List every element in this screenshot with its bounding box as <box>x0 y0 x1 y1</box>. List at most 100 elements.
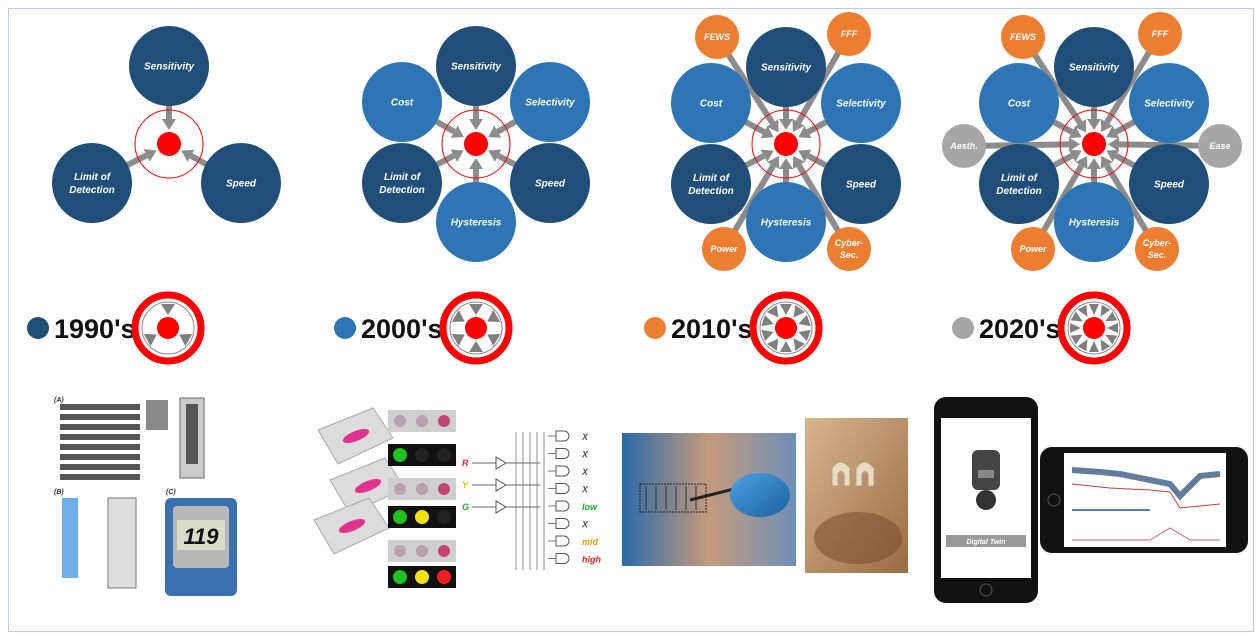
node-circle <box>979 63 1059 143</box>
logic-output: X <box>581 450 589 460</box>
pink-spot <box>354 479 382 493</box>
node-circle <box>746 182 826 262</box>
node-circle <box>52 143 132 223</box>
node-hysteresis: Hysteresis <box>746 182 826 262</box>
and-gate <box>555 465 570 477</box>
era-label: 1990's <box>54 314 136 344</box>
pump-detail <box>978 470 994 478</box>
arrowhead-speed <box>1106 149 1120 162</box>
legend-dot <box>952 317 974 339</box>
node-circle <box>1011 227 1055 271</box>
node-circle <box>1054 182 1134 262</box>
led <box>437 570 451 584</box>
node-circle <box>827 12 871 56</box>
connector-lod <box>1051 153 1074 169</box>
ring-icon-arrow <box>143 333 157 347</box>
reagent-spot <box>394 545 406 557</box>
landscape-screen <box>1064 453 1226 547</box>
electrode-row <box>60 414 140 420</box>
and-gate <box>555 483 570 494</box>
arrowhead-sensitivity <box>162 119 176 130</box>
logic-output: mid <box>582 537 599 547</box>
connector-selectivity <box>496 118 519 135</box>
arrowhead-lod <box>760 149 774 162</box>
node-label: Detection <box>379 185 425 196</box>
node-sensitivity: Sensitivity <box>746 27 826 107</box>
node-label: Sensitivity <box>451 62 501 73</box>
node-label: Limit of <box>693 173 731 184</box>
led <box>415 510 429 524</box>
led <box>415 570 429 584</box>
arrowhead-cost <box>760 125 774 139</box>
ring-icon-arrow <box>767 305 779 318</box>
logic-input: R <box>462 458 469 468</box>
node-label: Cyber- <box>835 238 864 248</box>
reagent-spot <box>416 545 428 557</box>
core-ring <box>751 109 821 179</box>
gloved-finger <box>730 473 790 517</box>
connector-selectivity <box>806 118 830 135</box>
logic-input: G <box>462 502 469 512</box>
node-label: Speed <box>226 179 257 190</box>
ring-icon-arrow <box>161 304 175 315</box>
era-label: 2020's <box>979 314 1061 344</box>
node-label: Hysteresis <box>451 218 502 229</box>
node-fews: FEWS <box>1001 15 1045 59</box>
connector-cyber <box>796 163 842 234</box>
ring-icon-arrow <box>487 309 501 323</box>
node-sensitivity: Sensitivity <box>1054 27 1134 107</box>
node-circle <box>671 63 751 143</box>
strip-electrode <box>186 404 198 464</box>
ring-icon-arrow <box>1100 339 1111 352</box>
node-selectivity: Selectivity <box>510 62 590 142</box>
ring-icon-arrow <box>761 314 774 327</box>
led <box>393 510 407 524</box>
connector-lod <box>743 153 766 169</box>
lower-trace <box>1072 527 1220 541</box>
connector-speed <box>496 153 518 168</box>
strip-b <box>107 497 137 589</box>
node-label: Limit of <box>384 172 422 183</box>
node-sensitivity: Sensitivity <box>436 26 516 106</box>
ring-icon-arrow <box>1107 323 1118 333</box>
legend-2020s: 2020's <box>952 291 1131 365</box>
node-label: Hysteresis <box>1069 218 1120 229</box>
core-ring <box>441 109 511 179</box>
node-circle <box>942 124 986 168</box>
arrowhead-lod <box>450 149 464 162</box>
node-circle <box>702 227 746 271</box>
node-label: Selectivity <box>1144 99 1194 110</box>
node-circle <box>1129 144 1209 224</box>
node-sensitivity: Sensitivity <box>129 26 209 106</box>
ring-icon-arrow <box>1077 304 1088 317</box>
ring-icon-arrow <box>1070 323 1081 333</box>
electrode-row <box>60 454 140 460</box>
ring-icon-arrow <box>767 338 779 351</box>
skin-tattoo <box>831 461 875 487</box>
connector-selectivity <box>1114 118 1138 135</box>
ring-icon-arrow <box>1089 304 1099 315</box>
connector-speed <box>806 153 829 169</box>
node-fews: FEWS <box>695 15 739 59</box>
node-circle <box>1054 27 1134 107</box>
node-speed: Speed <box>201 143 281 223</box>
arrowhead-selectivity <box>488 125 502 138</box>
node-label: FFF <box>1152 29 1169 39</box>
hand-shadow <box>814 512 902 564</box>
connector-lod <box>124 152 149 169</box>
electrode-row <box>60 404 140 410</box>
node-label: Ease <box>1209 141 1230 151</box>
and-gate <box>555 553 570 564</box>
node-label: Cyber- <box>1143 238 1172 248</box>
pink-spot <box>342 429 370 443</box>
logic-output: X <box>581 520 589 530</box>
buffer-gate <box>495 456 507 470</box>
legend-dot <box>27 317 49 339</box>
sensor-film <box>639 483 707 513</box>
